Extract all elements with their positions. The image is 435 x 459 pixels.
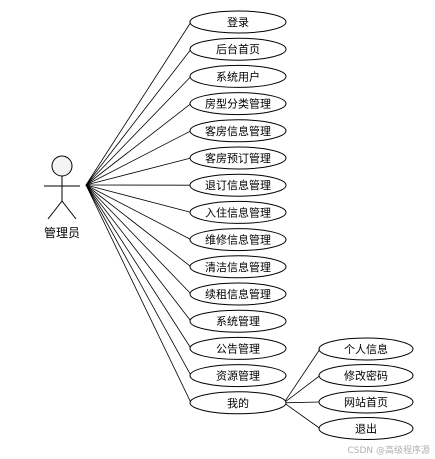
use-case-ellipse — [189, 228, 287, 252]
use-case-ellipse — [189, 200, 287, 224]
association-line — [85, 76, 192, 186]
use-case-item: 系统管理 — [189, 309, 287, 333]
sub-use-case-item: 退出 — [318, 417, 414, 440]
actor-left-leg — [47, 200, 63, 220]
use-case-ellipse — [189, 391, 287, 415]
actor-right-leg — [61, 200, 77, 220]
use-case-item: 入住信息管理 — [189, 200, 287, 224]
association-line — [283, 348, 321, 404]
association-line — [283, 401, 321, 404]
use-case-item: 续租信息管理 — [189, 282, 287, 306]
use-case-ellipse — [189, 10, 287, 34]
association-line — [85, 184, 192, 213]
use-case-item: 客房信息管理 — [189, 119, 287, 143]
use-case-label: 客房预订管理 — [205, 151, 271, 165]
sub-use-case-label: 网站首页 — [344, 395, 388, 409]
actor-figure — [44, 155, 80, 220]
association-line — [85, 184, 192, 268]
association-line — [85, 184, 192, 403]
sub-use-case-item: 修改密码 — [318, 364, 414, 387]
sub-use-case-ellipse — [318, 417, 414, 440]
use-case-label: 资源管理 — [216, 369, 260, 383]
use-case-ellipse — [189, 282, 287, 306]
use-case-item: 登录 — [189, 10, 287, 34]
use-case-ellipse — [189, 37, 287, 61]
association-line — [85, 184, 192, 376]
association-line — [85, 184, 192, 322]
use-case-item: 维修信息管理 — [189, 228, 287, 252]
use-case-label: 系统管理 — [216, 314, 260, 328]
association-line — [85, 184, 192, 240]
association-line — [85, 157, 192, 186]
use-case-label: 系统用户 — [216, 69, 260, 83]
use-case-ellipse — [189, 119, 287, 143]
use-case-label: 房型分类管理 — [205, 97, 271, 111]
association-line — [283, 375, 321, 404]
use-case-item: 清洁信息管理 — [189, 255, 287, 279]
use-case-label: 后台首页 — [216, 42, 260, 56]
use-case-item: 我的 — [189, 391, 287, 415]
use-case-ellipse — [189, 336, 287, 360]
association-line — [85, 103, 192, 186]
use-case-label: 客房信息管理 — [205, 124, 271, 138]
association-line — [85, 21, 192, 186]
sub-use-case-item: 网站首页 — [318, 390, 414, 414]
sub-use-case-ellipse — [318, 337, 414, 361]
association-line — [283, 402, 321, 429]
association-line — [85, 184, 192, 295]
sub-use-case-item: 个人信息 — [318, 337, 414, 361]
use-case-ellipse — [189, 64, 287, 88]
use-case-item: 公告管理 — [189, 336, 287, 360]
use-case-ellipse — [189, 173, 287, 197]
use-case-label: 维修信息管理 — [205, 233, 271, 247]
use-case-item: 房型分类管理 — [189, 92, 287, 116]
actor-label: 管理员 — [44, 225, 80, 240]
use-case-ellipse — [189, 255, 287, 279]
use-case-ellipse — [189, 92, 287, 116]
use-case-item: 后台首页 — [189, 37, 287, 61]
use-case-ellipse — [189, 146, 287, 170]
use-case-label: 登录 — [227, 15, 249, 29]
use-case-ellipse — [189, 309, 287, 333]
actor-head — [51, 155, 73, 177]
use-case-list: 登录后台首页系统用户房型分类管理客房信息管理客房预订管理退订信息管理入住信息管理… — [189, 10, 287, 415]
association-line — [85, 184, 192, 349]
watermark: CSDN @高级程序源 — [347, 444, 430, 456]
use-case-item: 退订信息管理 — [189, 173, 287, 197]
sub-use-case-label: 个人信息 — [344, 342, 388, 356]
use-case-item: 客房预订管理 — [189, 146, 287, 170]
sub-use-case-label: 修改密码 — [344, 369, 388, 383]
sub-use-case-label: 退出 — [355, 422, 377, 436]
sub-use-case-ellipse — [318, 364, 414, 387]
use-case-label: 我的 — [227, 396, 249, 410]
use-case-label: 续租信息管理 — [205, 287, 271, 301]
association-lines — [85, 21, 321, 429]
use-case-item: 资源管理 — [189, 364, 287, 388]
sub-use-case-ellipse — [318, 390, 414, 414]
use-case-label: 清洁信息管理 — [205, 260, 271, 274]
use-case-label: 公告管理 — [216, 341, 260, 355]
use-case-label: 退订信息管理 — [205, 178, 271, 192]
use-case-label: 入住信息管理 — [205, 205, 271, 219]
association-line — [85, 130, 192, 186]
use-case-item: 系统用户 — [189, 64, 287, 88]
association-line — [85, 48, 192, 186]
use-case-ellipse — [189, 364, 287, 388]
